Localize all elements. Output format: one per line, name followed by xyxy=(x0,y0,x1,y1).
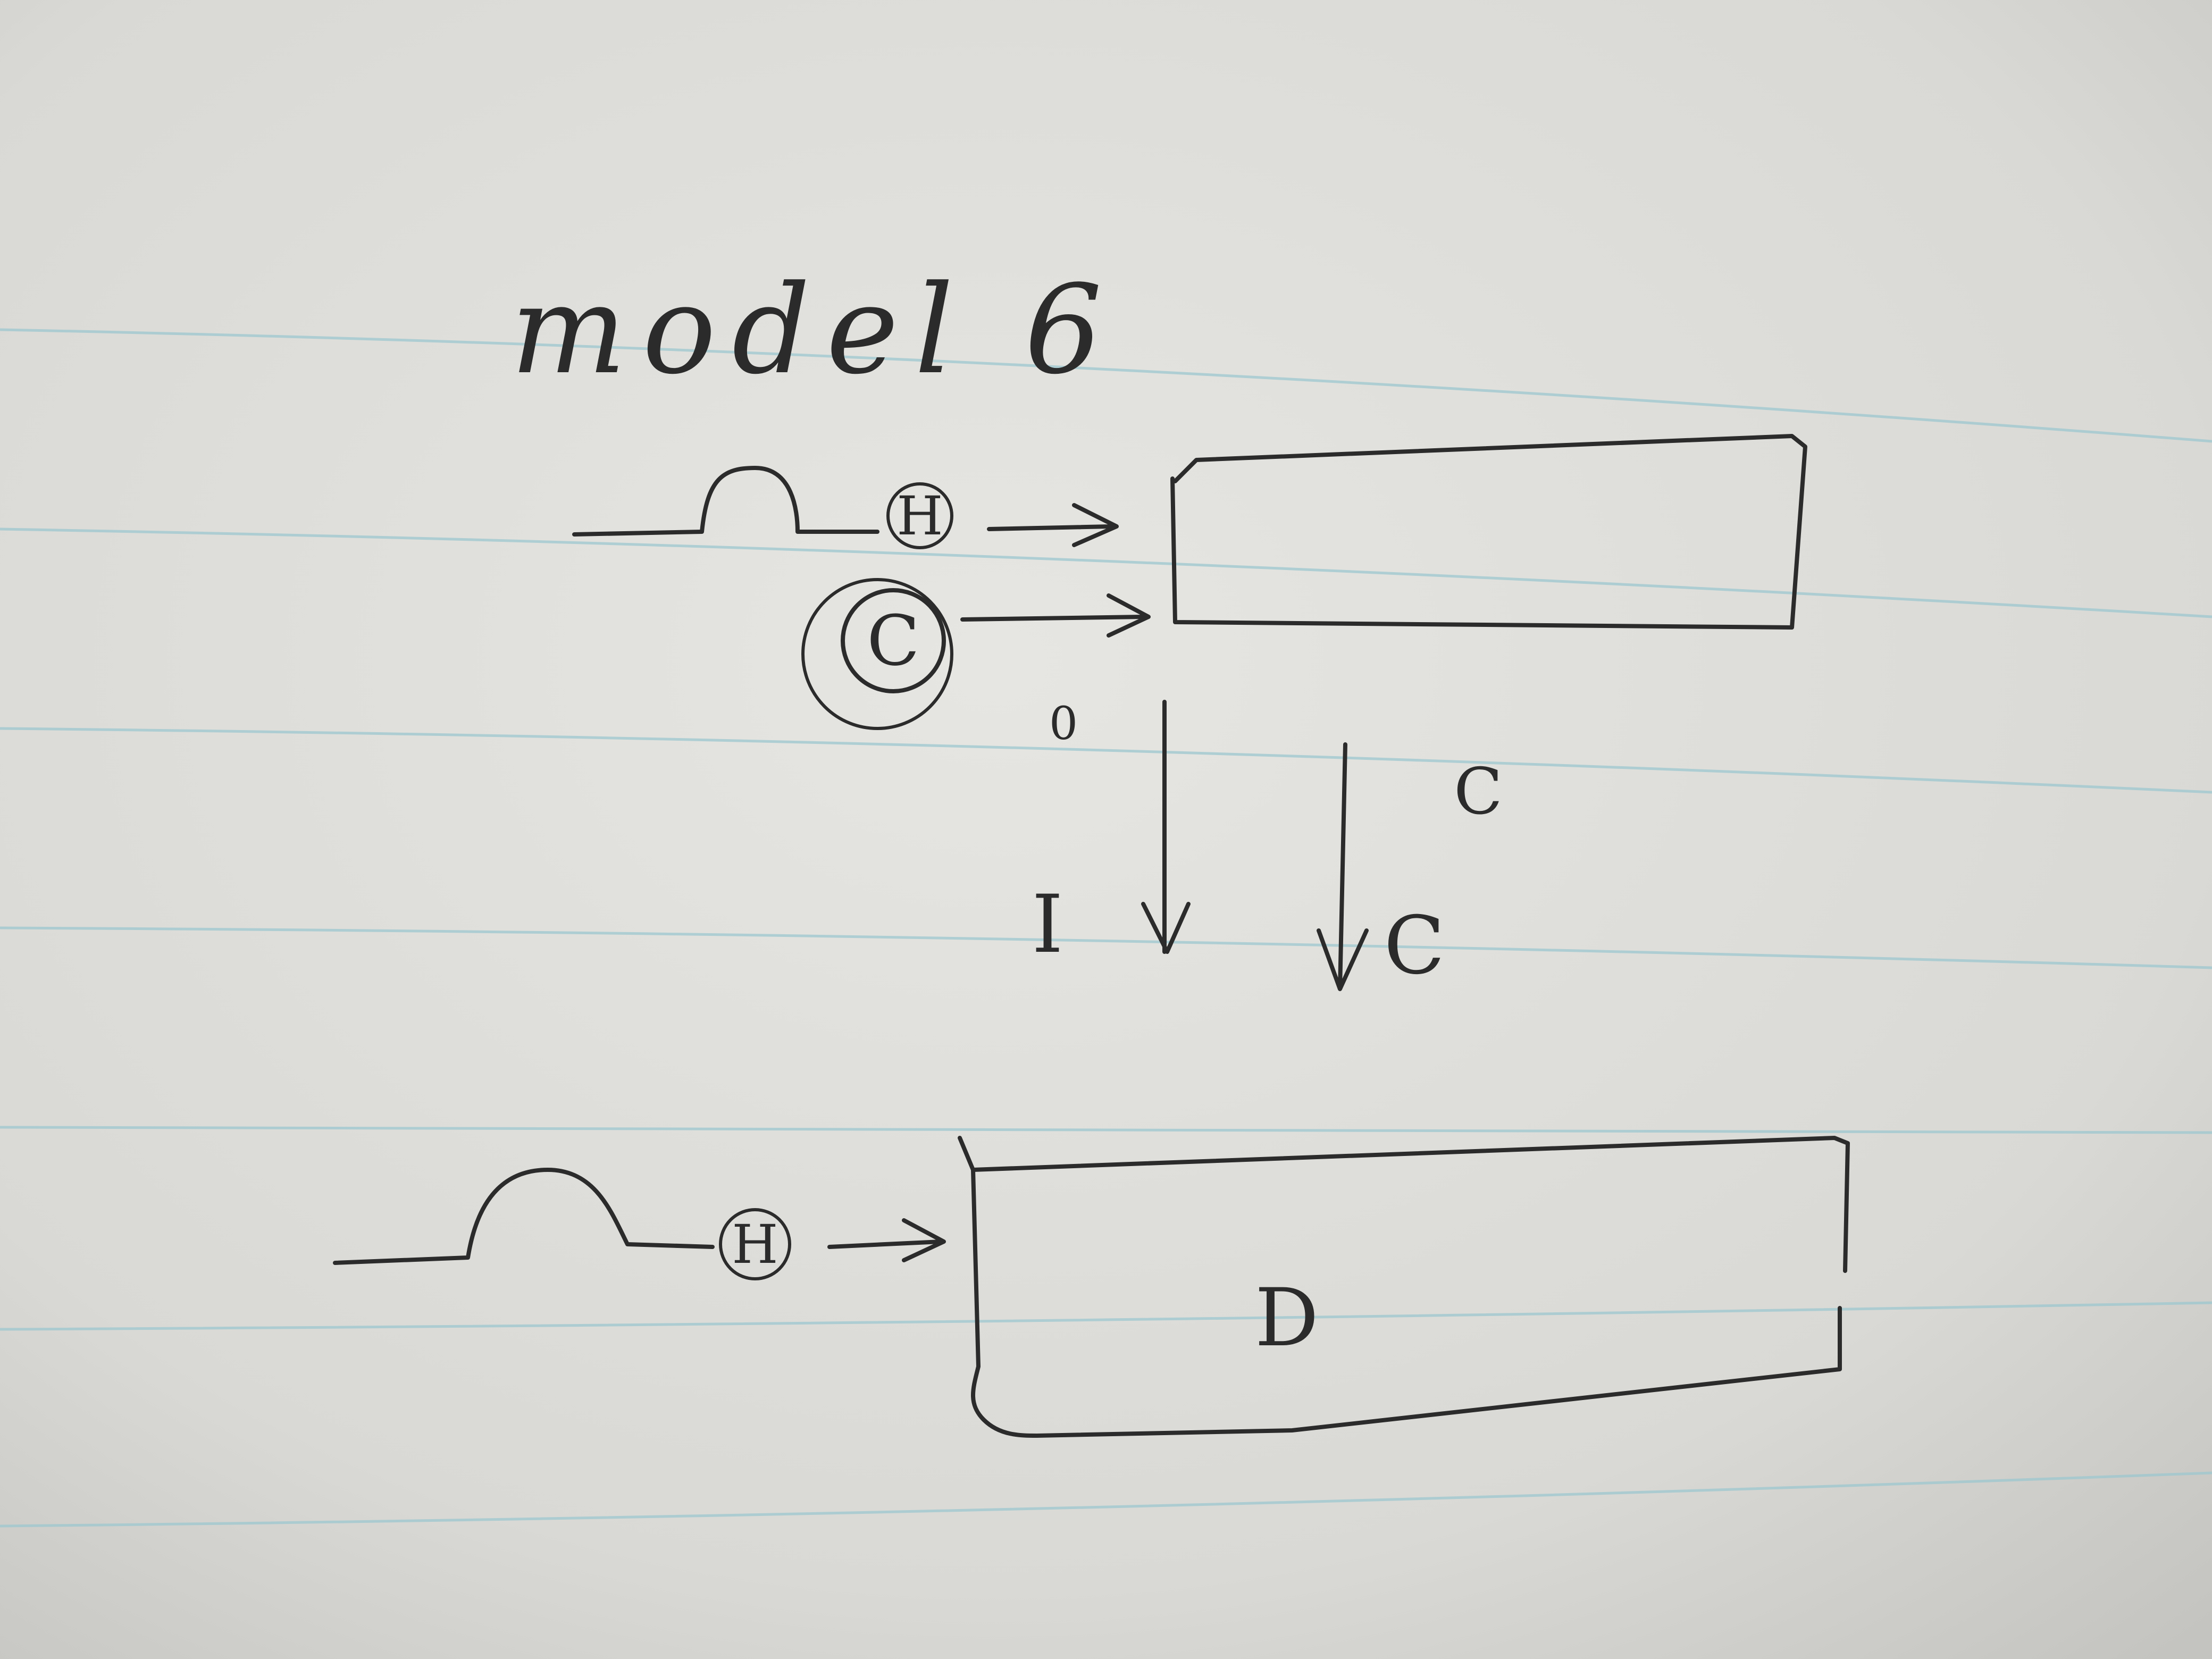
upper-box xyxy=(1170,434,1807,630)
upper-h-circle xyxy=(886,482,953,549)
upper-h-symbol: H xyxy=(896,485,943,547)
left-down-arrow xyxy=(1141,700,1191,954)
ruled-line xyxy=(0,727,2212,794)
ruled-lines xyxy=(0,328,2212,1528)
lower-h-circle xyxy=(719,1208,791,1280)
lower-wave-input xyxy=(333,1168,715,1265)
upper-diagram: H C 0 I C C xyxy=(572,434,1807,992)
upper-c-inner-circle xyxy=(841,588,946,693)
lower-h-symbol: H xyxy=(732,1213,778,1276)
left-arrow-bottom-label: I xyxy=(1032,878,1063,971)
left-arrow-top-label: 0 xyxy=(1049,698,1078,750)
lower-diagram: H D xyxy=(333,1136,1850,1438)
upper-c-symbol: C xyxy=(867,600,919,681)
lower-box xyxy=(958,1136,1850,1438)
ruled-line xyxy=(0,1471,2212,1528)
right-arrow-top-label: C xyxy=(1454,755,1503,829)
ruled-line xyxy=(0,1301,2212,1331)
lower-h-arrow xyxy=(827,1218,946,1262)
ruled-line xyxy=(0,926,2212,969)
upper-wave-input xyxy=(572,466,879,537)
upper-c-outer-circle xyxy=(801,578,953,730)
ruled-line xyxy=(0,1126,2212,1134)
ruled-line xyxy=(0,328,2212,443)
ruled-line xyxy=(0,527,2212,618)
page-title: model 6 xyxy=(510,259,1118,401)
lower-box-label: D xyxy=(1255,1272,1319,1364)
upper-h-arrow xyxy=(987,503,1119,547)
upper-c-arrow xyxy=(960,593,1151,638)
right-down-arrow xyxy=(1317,742,1369,991)
right-arrow-bottom-label: C xyxy=(1384,900,1445,992)
